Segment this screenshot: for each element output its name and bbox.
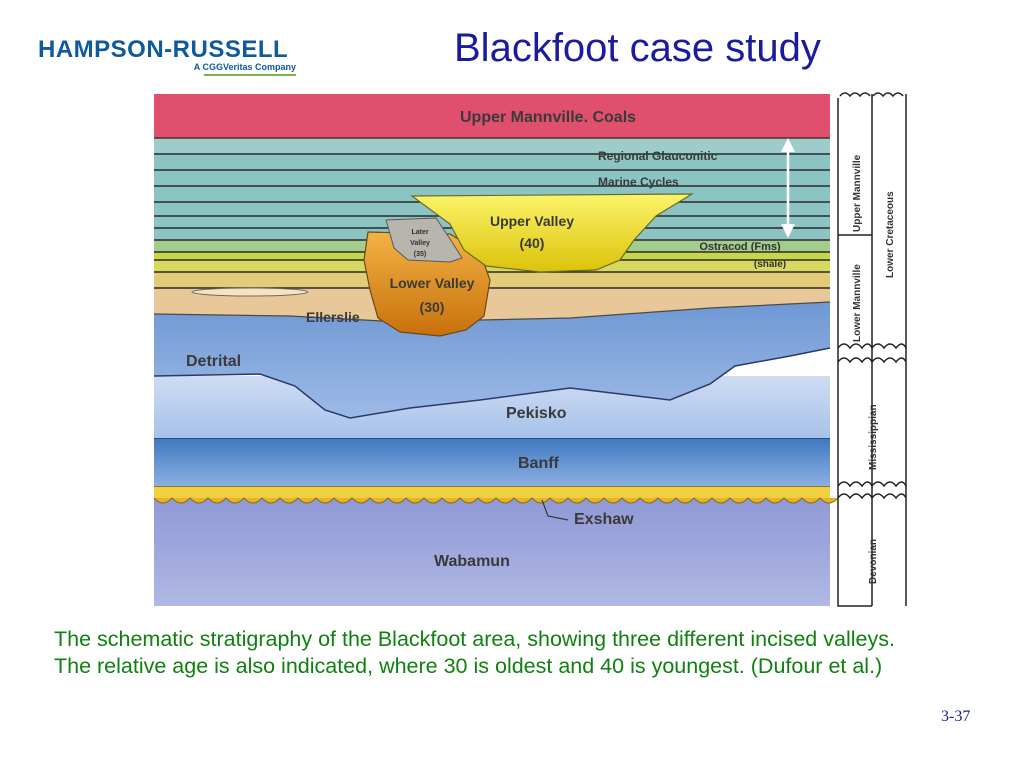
- banff-layer: [154, 438, 830, 486]
- upper-valley: [410, 193, 695, 273]
- label-shale: (shale): [754, 259, 786, 270]
- exshaw-leader: [541, 499, 569, 521]
- wabamun-layer: [154, 488, 830, 606]
- label-exshaw: Exshaw: [574, 511, 634, 528]
- label-lower-mannville-col: Lower Mannville: [852, 264, 863, 342]
- label-marine-cycles: Marine Cycles: [598, 175, 679, 189]
- coals-layer: [154, 94, 830, 138]
- label-mississippian-col: Mississippian: [868, 404, 879, 470]
- ellerslie-lens: [191, 287, 309, 297]
- label-lower-valley: Lower Valley: [390, 275, 475, 291]
- logo-underline: [204, 74, 296, 76]
- label-later-valley-2: Valley: [410, 240, 430, 247]
- age-column: [837, 93, 909, 607]
- label-ellerslie: Ellerslie: [306, 309, 360, 325]
- label-lower-cretaceous-col: Lower Cretaceous: [885, 191, 896, 278]
- label-regional-glauconitic: Regional Glauconitic: [598, 149, 718, 163]
- label-upper-mannville-col: Upper Mannville: [852, 154, 863, 232]
- logo-name: HAMPSON-RUSSELL: [38, 36, 289, 63]
- logo-tagline: A CGGVeritas Company: [193, 62, 296, 72]
- page-number: 3-37: [941, 708, 971, 725]
- slide-title: Blackfoot case study: [454, 26, 821, 70]
- detrital-layer: [154, 302, 830, 418]
- ellerslie-layer: [154, 288, 830, 322]
- exshaw-scallops: [153, 497, 839, 504]
- caption: The schematic stratigraphy of the Blackf…: [54, 627, 895, 678]
- hampson-russell-logo: HAMPSON-RUSSELL A CGGVeritas Company: [38, 36, 300, 76]
- stratigraphy-diagram: Upper Mannville. Coals Regional Glauconi…: [153, 92, 909, 607]
- exshaw-layer: [154, 486, 830, 498]
- label-wabamun: Wabamun: [434, 553, 510, 570]
- label-later-valley-age: (35): [414, 251, 426, 258]
- label-ostracod: Ostracod (Fms): [699, 241, 781, 253]
- label-banff: Banff: [518, 455, 560, 472]
- label-upper-valley-age: (40): [520, 235, 545, 251]
- label-devonian-col: Devonian: [868, 539, 879, 584]
- label-detrital: Detrital: [186, 353, 241, 370]
- label-upper-valley: Upper Valley: [490, 213, 574, 229]
- label-later-valley-1: Later: [411, 229, 428, 236]
- label-upper-mannville-coals: Upper Mannville. Coals: [460, 109, 636, 126]
- label-pekisko: Pekisko: [506, 405, 567, 422]
- later-valley: [385, 217, 463, 263]
- label-lower-valley-age: (30): [420, 299, 445, 315]
